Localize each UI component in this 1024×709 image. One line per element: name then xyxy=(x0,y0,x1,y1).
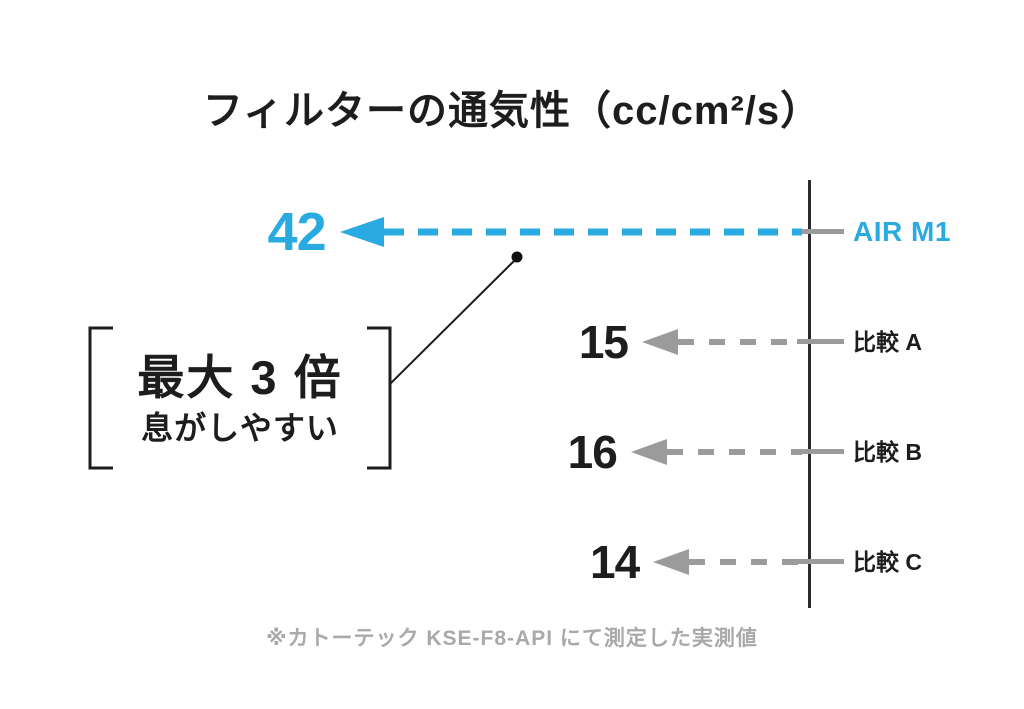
chart-title: フィルターの通気性（cc/cm²/s） xyxy=(202,89,822,133)
axis-tick xyxy=(797,449,844,454)
chart-row-air-m1: 42 AIR M1 xyxy=(0,202,1024,262)
dashed-arrow-line xyxy=(678,339,802,345)
axis-tick xyxy=(797,559,844,564)
value-label: 14 xyxy=(590,536,640,588)
dashed-arrow-line xyxy=(383,228,802,236)
chart-row-comparison-a: 15 比較 A xyxy=(0,312,1024,372)
category-label: 比較 C xyxy=(853,549,922,575)
value-label: 15 xyxy=(578,316,629,368)
chart-row-comparison-c: 14 比較 C xyxy=(0,532,1024,592)
category-label: 比較 A xyxy=(853,329,922,355)
callout-main-text: 最大 3 倍 xyxy=(137,350,343,404)
dashed-arrow-line xyxy=(689,559,802,565)
chart-row-comparison-b: 16 比較 B xyxy=(0,422,1024,482)
axis-baseline xyxy=(808,180,811,608)
category-label: AIR M1 xyxy=(853,216,951,247)
axis-tick xyxy=(797,229,844,234)
arrow-left-icon xyxy=(630,439,667,465)
category-label: 比較 B xyxy=(853,439,922,465)
arrow-left-icon xyxy=(339,217,384,247)
callout-box: 最大 3 倍 息がしやすい xyxy=(90,330,390,468)
value-label: 42 xyxy=(267,202,327,262)
arrow-left-icon xyxy=(642,329,678,355)
measurement-footnote: ※カトーテック KSE-F8-API にて測定した実測値 xyxy=(266,627,758,650)
arrow-left-icon xyxy=(653,549,690,575)
value-label: 16 xyxy=(567,426,618,478)
axis-tick xyxy=(797,339,844,344)
callout-sub-text: 息がしやすい xyxy=(141,409,339,446)
dashed-arrow-line xyxy=(666,449,802,455)
